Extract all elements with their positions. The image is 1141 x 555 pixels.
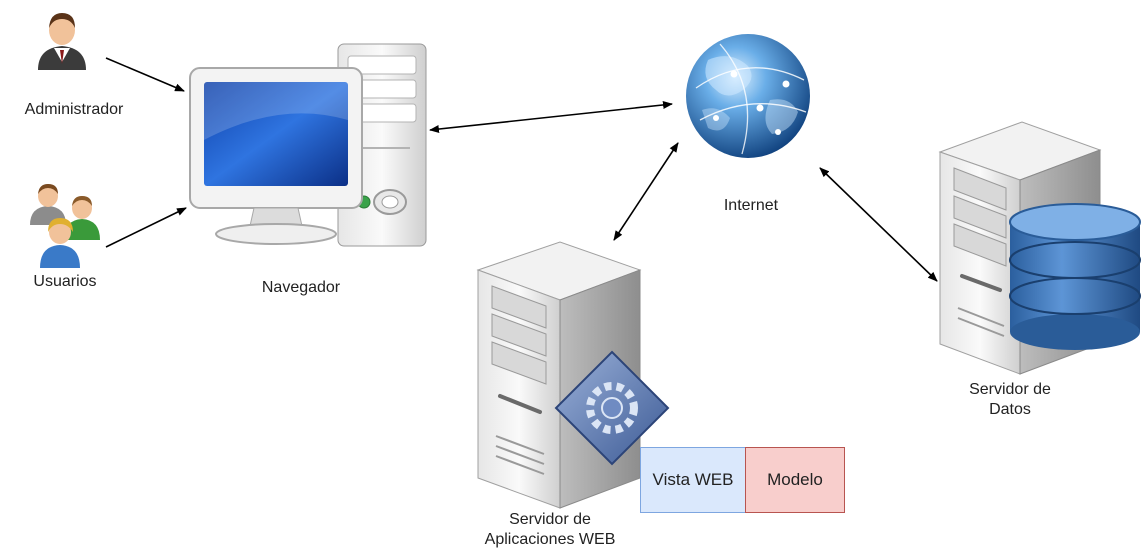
users-group-icon [30,184,100,268]
label-navegador: Navegador [261,279,341,296]
arrow-users-to-browser [105,207,187,248]
arrow-browser-internet [429,100,673,134]
label-servidor-aplicaciones: Servidor de Aplicaciones WEB [484,511,616,548]
desktop-computer-icon [189,43,427,247]
arrow-internet-dataserver [819,167,938,282]
arrow-internet-webserver [613,142,679,241]
database-icon [1009,203,1141,350]
label-servidor-datos: Servidor de Datos [969,381,1051,418]
arrow-admin-to-browser [105,57,185,92]
globe-icon [686,34,810,158]
label-internet: Internet [723,197,779,214]
vista-web-box: Vista WEB [640,447,746,513]
gear-app-icon [554,350,670,466]
modelo-box: Modelo [745,447,845,513]
admin-user-icon [38,13,86,70]
label-administrador: Administrador [24,101,124,118]
label-usuarios: Usuarios [33,273,97,290]
